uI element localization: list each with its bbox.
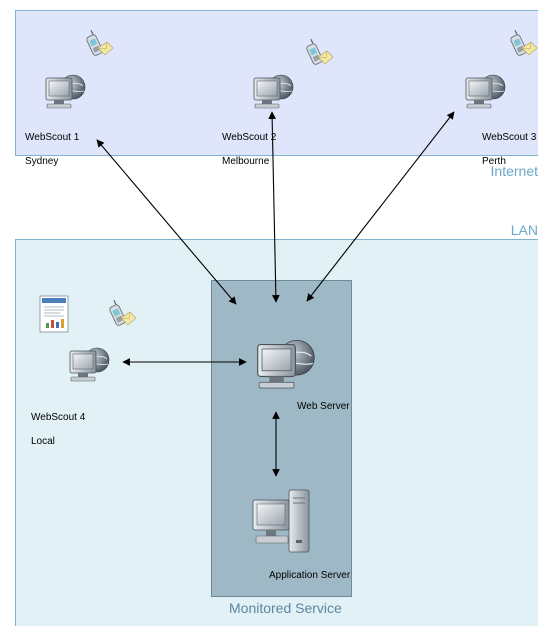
webscout-3-phone-icon bbox=[507, 28, 538, 57]
webscout-1-label: WebScout 1 Sydney bbox=[25, 120, 79, 180]
webscout-1-computer-icon bbox=[45, 74, 86, 109]
webscout-4-label: WebScout 4 Local bbox=[31, 400, 85, 460]
webscout-4-name: WebScout 4 bbox=[31, 412, 86, 423]
internet-zone-label: Internet bbox=[490, 163, 538, 179]
monitored-service-zone bbox=[211, 280, 352, 597]
web-server-label: Web Server bbox=[297, 401, 350, 412]
webscout-4-location: Local bbox=[31, 436, 55, 447]
webscout-1-location: Sydney bbox=[25, 156, 59, 167]
webscout-2-location: Melbourne bbox=[222, 156, 270, 167]
webscout-2-name: WebScout 2 bbox=[222, 132, 277, 143]
monitored-service-label: Monitored Service bbox=[229, 600, 342, 616]
lan-zone-label: LAN bbox=[510, 222, 538, 238]
webscout-4-phone-icon bbox=[106, 298, 137, 327]
webscout-1-phone-icon bbox=[83, 28, 114, 57]
webscout-2-phone-icon bbox=[303, 37, 334, 66]
webscout-3-location: Perth bbox=[482, 156, 506, 167]
link-scout3-webserver bbox=[306, 111, 455, 302]
webscout-4-computer-icon bbox=[69, 347, 110, 382]
webscout-3-name: WebScout 3 bbox=[482, 132, 537, 143]
web-server-computer-icon bbox=[256, 339, 315, 389]
webscout-3-computer-icon bbox=[465, 74, 506, 109]
webscout-1-name: WebScout 1 bbox=[25, 132, 80, 143]
link-scout1-webserver bbox=[96, 139, 237, 305]
webscout-2-label: WebScout 2 Melbourne bbox=[222, 120, 276, 180]
app-server-server-icon bbox=[252, 489, 310, 553]
webscout-2-computer-icon bbox=[253, 74, 294, 109]
webscout-4-report-icon bbox=[39, 295, 69, 333]
link-scout2-webserver bbox=[268, 111, 280, 303]
webscout-3-label: WebScout 3 Perth bbox=[482, 120, 536, 180]
app-server-label: Application Server bbox=[269, 570, 351, 581]
